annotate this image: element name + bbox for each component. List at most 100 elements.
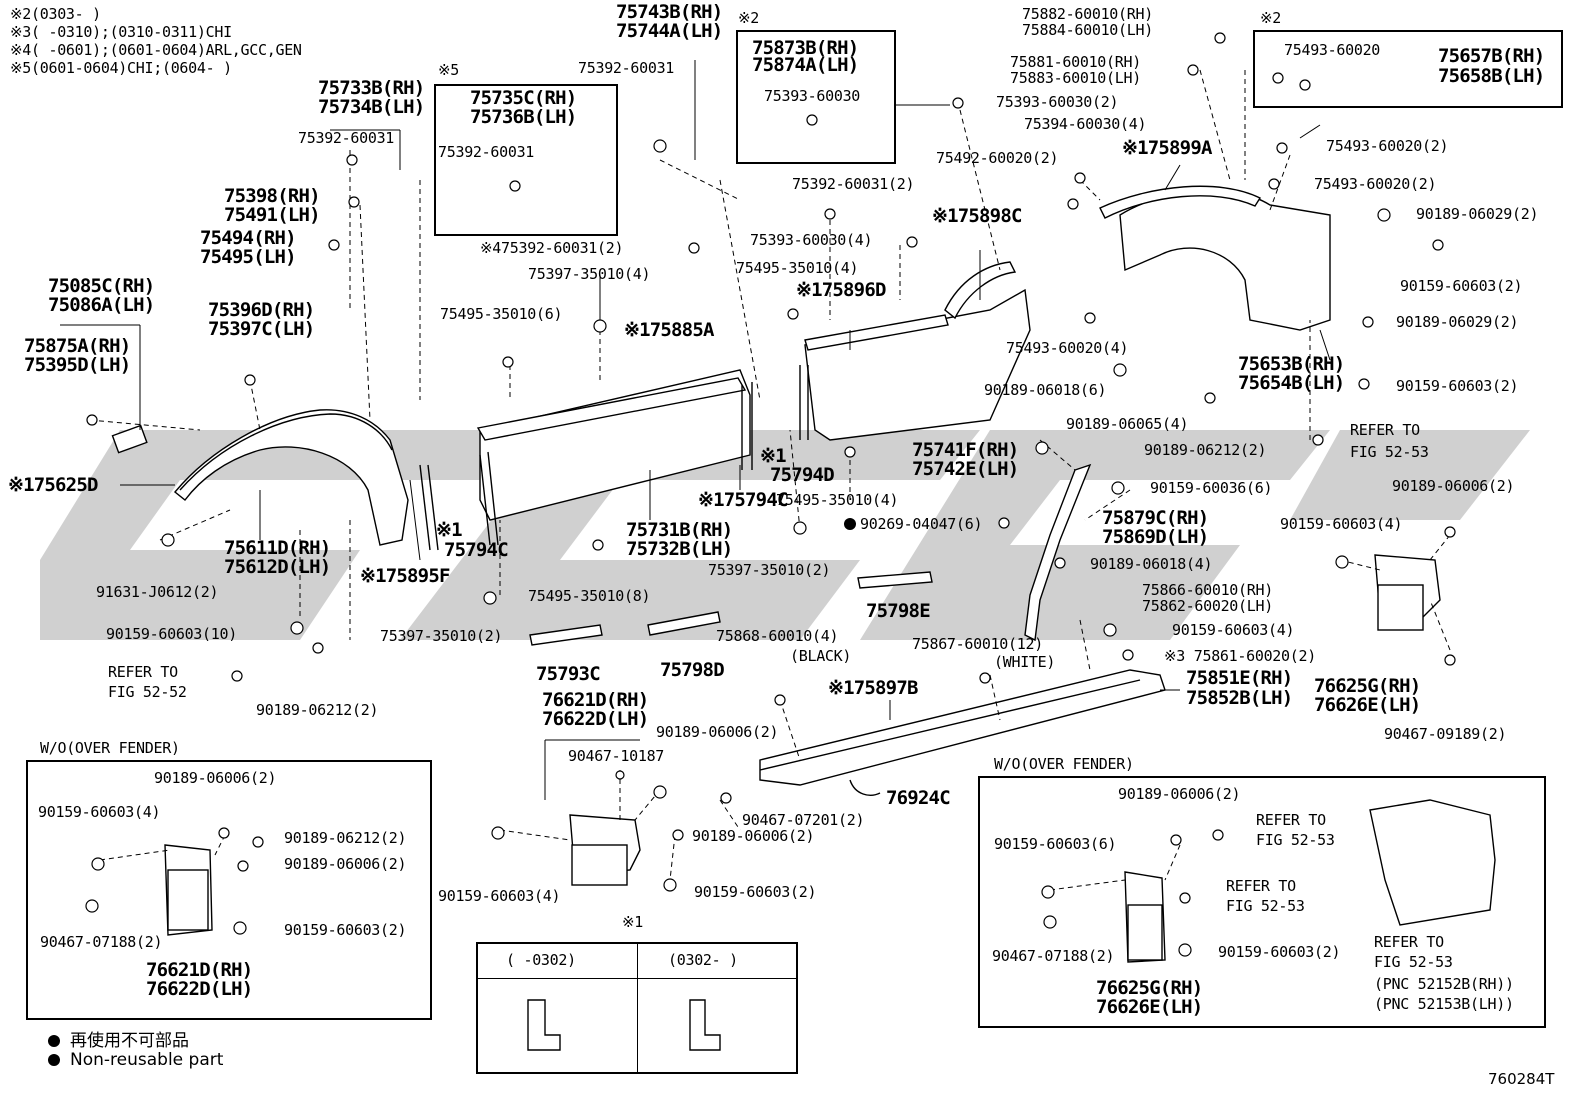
part-label: 90467-10187 xyxy=(568,747,665,765)
part-label: 75495-35010(6) xyxy=(440,305,563,323)
part-label: 76626E(LH) xyxy=(1314,694,1421,716)
part-label: ※175895F xyxy=(360,565,450,587)
part-label: 75798D xyxy=(660,659,725,681)
part-label: FIG 52-53 xyxy=(1226,897,1305,915)
part-label: ※1 xyxy=(760,445,787,467)
part-label: 75654B(LH) xyxy=(1238,372,1345,394)
part-label: 75868-60010(4) xyxy=(716,627,839,645)
part-label: 75653B(RH) xyxy=(1238,353,1345,375)
part-label: 75873B(RH) xyxy=(752,37,859,59)
part-label: ※175896D xyxy=(796,279,886,301)
inset-box-1-left-header: ( -0302) xyxy=(506,951,576,969)
part-label: 90159-60603(4) xyxy=(438,887,561,905)
part-label: 75492-60020(2) xyxy=(936,149,1059,167)
part-label: 75397C(LH) xyxy=(208,318,315,340)
part-label: 75495-35010(4) xyxy=(736,259,859,277)
part-label: 75883-60010(LH) xyxy=(1010,69,1141,87)
part-label: 90467-09189(2) xyxy=(1384,725,1507,743)
inset-box-2b xyxy=(1253,30,1563,108)
inset-box-5 xyxy=(434,84,618,236)
part-label: 90189-06029(2) xyxy=(1396,313,1519,331)
part-label: 75085C(RH) xyxy=(48,275,155,297)
part-label: 90189-06212(2) xyxy=(1144,441,1267,459)
part-label: FIG 52-53 xyxy=(1350,443,1429,461)
part-label: 90467-07188(2) xyxy=(992,947,1115,965)
part-label: 75397-35010(2) xyxy=(380,627,503,645)
part-label: 75612D(LH) xyxy=(224,556,331,578)
part-label: 75086A(LH) xyxy=(48,294,155,316)
part-label: 76622D(LH) xyxy=(146,978,253,1000)
part-label: 75611D(RH) xyxy=(224,537,331,559)
part-label: 75397-35010(4) xyxy=(528,265,651,283)
part-label: REFER TO xyxy=(1350,421,1420,439)
part-label: 90159-60603(2) xyxy=(694,883,817,901)
header-note-1: ※2(0303- ) xyxy=(10,5,101,23)
part-label: 76621D(RH) xyxy=(146,959,253,981)
part-label: 75798E xyxy=(866,600,931,622)
part-label: 75493-60020(2) xyxy=(1326,137,1449,155)
part-label: 75735C(RH) xyxy=(470,87,577,109)
part-label: 90159-60603(2) xyxy=(1218,943,1341,961)
figure-code: 760284T xyxy=(1488,1070,1555,1088)
fastener-icons xyxy=(85,32,1456,957)
part-label: 90189-06006(2) xyxy=(692,827,815,845)
part-label: 90159-60036(6) xyxy=(1150,479,1273,497)
header-note-4: ※5(0601-0604)CHI;(0604- ) xyxy=(10,59,232,77)
part-label: 90189-06212(2) xyxy=(256,701,379,719)
part-label: 76625G(RH) xyxy=(1314,675,1421,697)
part-label: 75794C xyxy=(444,539,509,561)
part-label: ※1 xyxy=(436,519,463,541)
inset-box-2a xyxy=(736,30,896,164)
part-label: 75394-60030(4) xyxy=(1024,115,1147,133)
part-label: 75733B(RH) xyxy=(318,77,425,99)
part-label: 75884-60010(LH) xyxy=(1022,21,1153,39)
part-label: 75495-35010(4) xyxy=(776,491,899,509)
part-label: ※475392-60031(2) xyxy=(480,239,624,257)
part-label: 75879C(RH) xyxy=(1102,507,1209,529)
part-label: 76621D(RH) xyxy=(542,689,649,711)
legend-row-2: Non-reusable part xyxy=(48,1050,223,1070)
inset-box-1-right-header: (0302- ) xyxy=(668,951,738,969)
inset-box-5-tag: ※5 xyxy=(438,61,459,79)
inset-box-1 xyxy=(476,942,798,1074)
part-label: 75862-60020(LH) xyxy=(1142,597,1273,615)
part-label: 90189-06006(2) xyxy=(154,769,277,787)
inset-box-2b-tag: ※2 xyxy=(1260,9,1281,27)
part-label: 75875A(RH) xyxy=(24,335,131,357)
part-label: 75397-35010(2) xyxy=(708,561,831,579)
part-label: FIG 52-53 xyxy=(1374,953,1453,971)
part-label: 75657B(RH) xyxy=(1438,45,1545,67)
front-fender-shape xyxy=(174,409,409,546)
rear-fender-shape xyxy=(1119,189,1331,331)
inset-wo-left-title: W/O(OVER FENDER) xyxy=(40,739,180,757)
inset-wo-right xyxy=(978,776,1546,1028)
part-label: 90189-06018(6) xyxy=(984,381,1107,399)
part-label: 90189-06212(2) xyxy=(284,829,407,847)
part-label: ※3 75861-60020(2) xyxy=(1164,647,1316,665)
part-label: 75881-60010(RH) xyxy=(1010,53,1141,71)
part-label: 75393-60030(4) xyxy=(750,231,873,249)
part-label: 90189-06065(4) xyxy=(1066,415,1189,433)
inset-box-1-tag: ※1 xyxy=(622,913,643,931)
part-label: 90159-60603(4) xyxy=(1280,515,1403,533)
part-label: 90189-06006(2) xyxy=(1118,785,1241,803)
part-label: 90467-07188(2) xyxy=(40,933,163,951)
header-note-2: ※3( -0310);(0310-0311)CHI xyxy=(10,23,232,41)
part-label: REFER TO xyxy=(1374,933,1444,951)
bullet-icon xyxy=(48,1035,60,1047)
part-label: 75741F(RH) xyxy=(912,439,1019,461)
part-label: REFER TO xyxy=(1256,811,1326,829)
part-label: 75392-60031 xyxy=(298,129,395,147)
part-label: ※175897B xyxy=(828,677,918,699)
part-label: ※175885A xyxy=(624,319,714,341)
part-label: 90189-06018(4) xyxy=(1090,555,1213,573)
part-label: FIG 52-53 xyxy=(1256,831,1335,849)
part-label: 76626E(LH) xyxy=(1096,996,1203,1018)
part-label: 75392-60031 xyxy=(438,143,535,161)
part-label: 75882-60010(RH) xyxy=(1022,5,1153,23)
part-label: ※175625D xyxy=(8,474,98,496)
part-label: (PNC 52152B(RH)) xyxy=(1374,975,1514,993)
inset-box-2a-tag: ※2 xyxy=(738,9,759,27)
part-label: 75398(RH) xyxy=(224,185,321,207)
